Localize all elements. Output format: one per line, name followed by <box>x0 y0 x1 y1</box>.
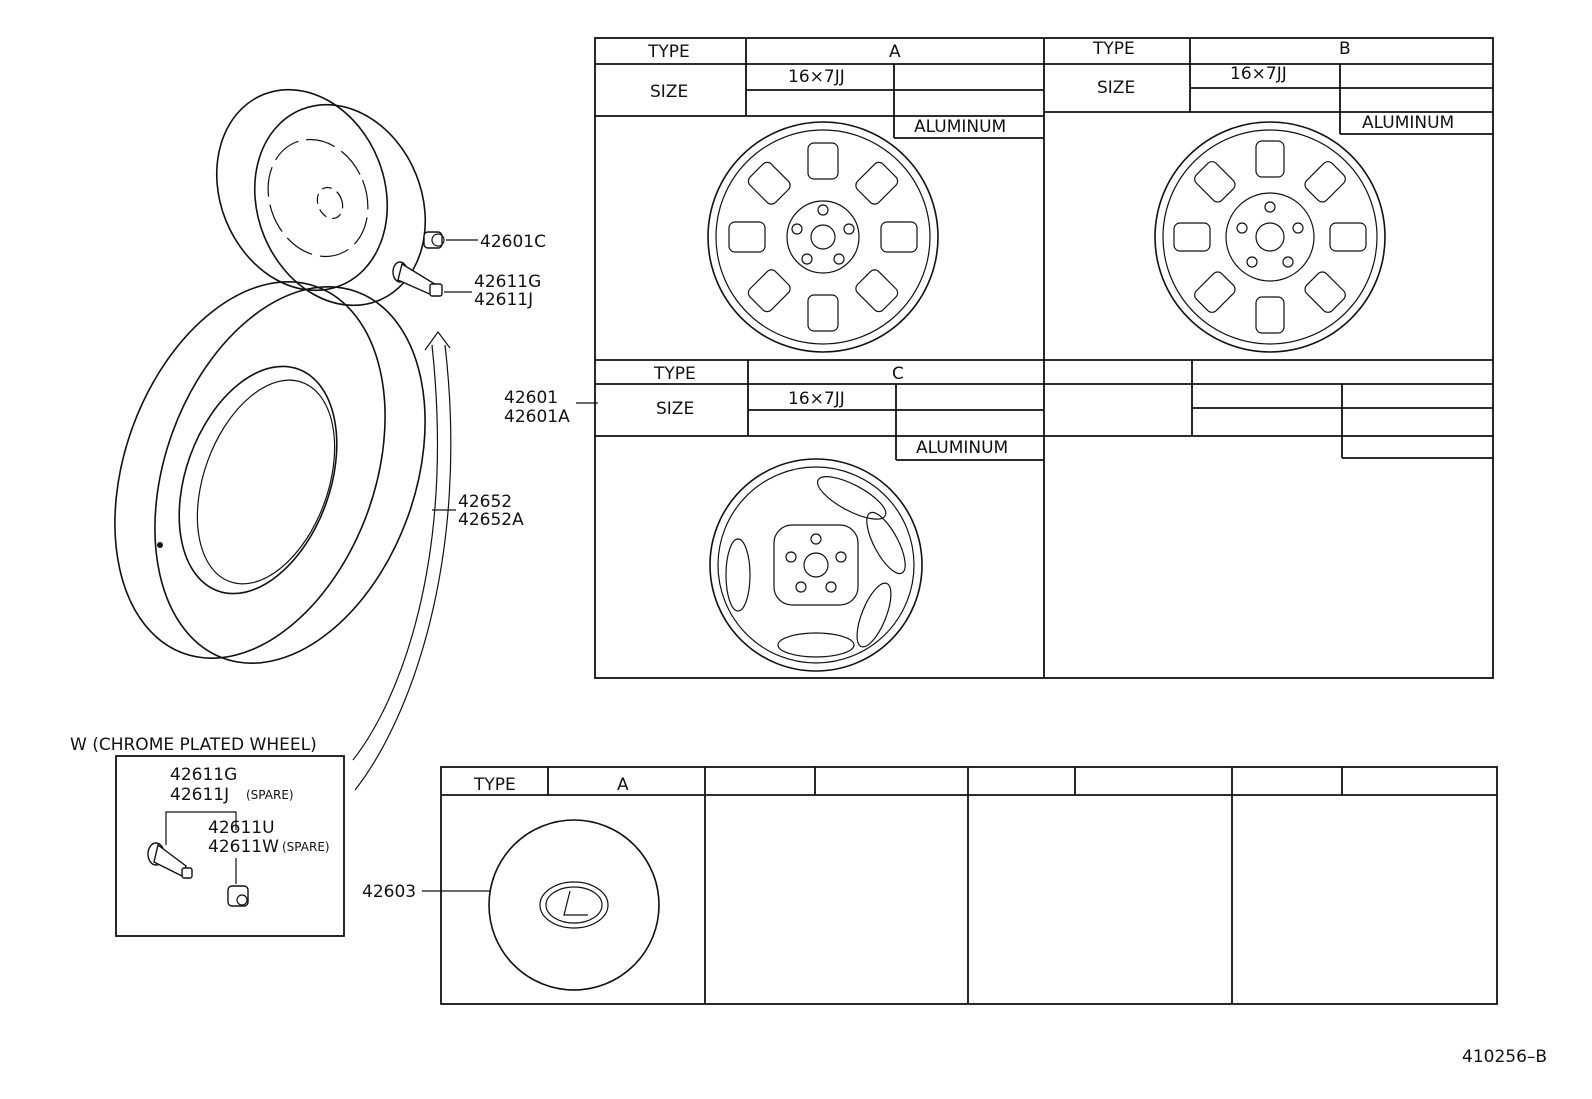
cap-type-header: TYPE <box>473 775 516 795</box>
spoke-window <box>747 269 791 313</box>
part-42603-label: 42603 <box>362 882 416 902</box>
spoke-window <box>1173 222 1211 252</box>
spoke-window <box>747 161 791 205</box>
wheel-c-size-value: 16×7JJ <box>788 389 845 409</box>
wheel-b-type-header: TYPE <box>1092 39 1135 59</box>
spare-wheel-drawing <box>215 88 427 307</box>
wheel-a-size-value: 16×7JJ <box>788 67 845 87</box>
spoke-window <box>1194 271 1236 313</box>
spoke-window <box>1194 161 1236 203</box>
chrome-spare-note-2: (SPARE) <box>282 840 330 854</box>
chrome-42611u-label: 42611U <box>208 818 275 838</box>
chrome-wheel-title: W (CHROME PLATED WHEEL) <box>70 735 317 755</box>
wheel-a-drawing <box>707 121 939 353</box>
spoke-window <box>855 269 899 313</box>
wheel-b-type-value: B <box>1339 39 1351 59</box>
part-42652a-label: 42652A <box>458 510 524 530</box>
cap-table-grid <box>440 766 1498 1005</box>
spoke-window <box>728 221 766 253</box>
wheel-b-size-header: SIZE <box>1097 78 1135 98</box>
spoke-window <box>1255 296 1285 334</box>
part-42611j-label: 42611J <box>474 290 533 310</box>
wheel-a-material: ALUMINUM <box>914 117 1006 137</box>
spoke-window <box>1304 271 1346 313</box>
hub-cap-drawing <box>488 819 660 991</box>
chrome-valve-drawing <box>147 811 249 907</box>
chrome-42611g-label: 42611G <box>170 765 237 785</box>
wheel-a-size-header: SIZE <box>650 82 688 102</box>
part-42601c-label: 42601C <box>480 232 546 252</box>
wheel-c-size-header: SIZE <box>656 399 694 419</box>
wheel-a-type-value: A <box>889 42 901 62</box>
spoke-window <box>1329 222 1367 252</box>
wheel-b-drawing <box>1154 121 1386 353</box>
wheel-c-type-value: C <box>892 364 904 384</box>
wheel-a-type-header: TYPE <box>647 42 690 62</box>
cap-type-value: A <box>617 775 629 795</box>
wheel-c-type-header: TYPE <box>653 364 696 384</box>
tire-drawing <box>114 281 426 664</box>
valve-stem-drawing <box>392 261 472 297</box>
part-42601a-label: 42601A <box>504 407 570 427</box>
spoke-window <box>1255 140 1285 178</box>
diagram-code: 410256–B <box>1462 1047 1547 1067</box>
wheel-c-drawing <box>709 458 923 672</box>
chrome-42611j-label: 42611J <box>170 785 229 805</box>
wheel-table-grid <box>594 37 1494 679</box>
spoke-window <box>855 161 899 205</box>
spoke-window <box>807 142 839 180</box>
spoke-window <box>1304 161 1346 203</box>
spoke-window <box>880 221 918 253</box>
chrome-42611w-label: 42611W <box>208 837 279 857</box>
hub-nut-drawing <box>423 231 478 249</box>
wheel-c-material: ALUMINUM <box>916 438 1008 458</box>
chrome-spare-note-1: (SPARE) <box>246 788 294 802</box>
wheel-b-material: ALUMINUM <box>1362 113 1454 133</box>
spoke-window <box>807 294 839 332</box>
chrome-wheel-box <box>115 755 345 937</box>
part-42652-label: 42652 <box>458 492 512 512</box>
wheel-b-size-value: 16×7JJ <box>1230 64 1287 84</box>
assembly-arrow <box>352 330 452 791</box>
part-42611g-label: 42611G <box>474 272 541 292</box>
part-42601-label: 42601 <box>504 388 558 408</box>
